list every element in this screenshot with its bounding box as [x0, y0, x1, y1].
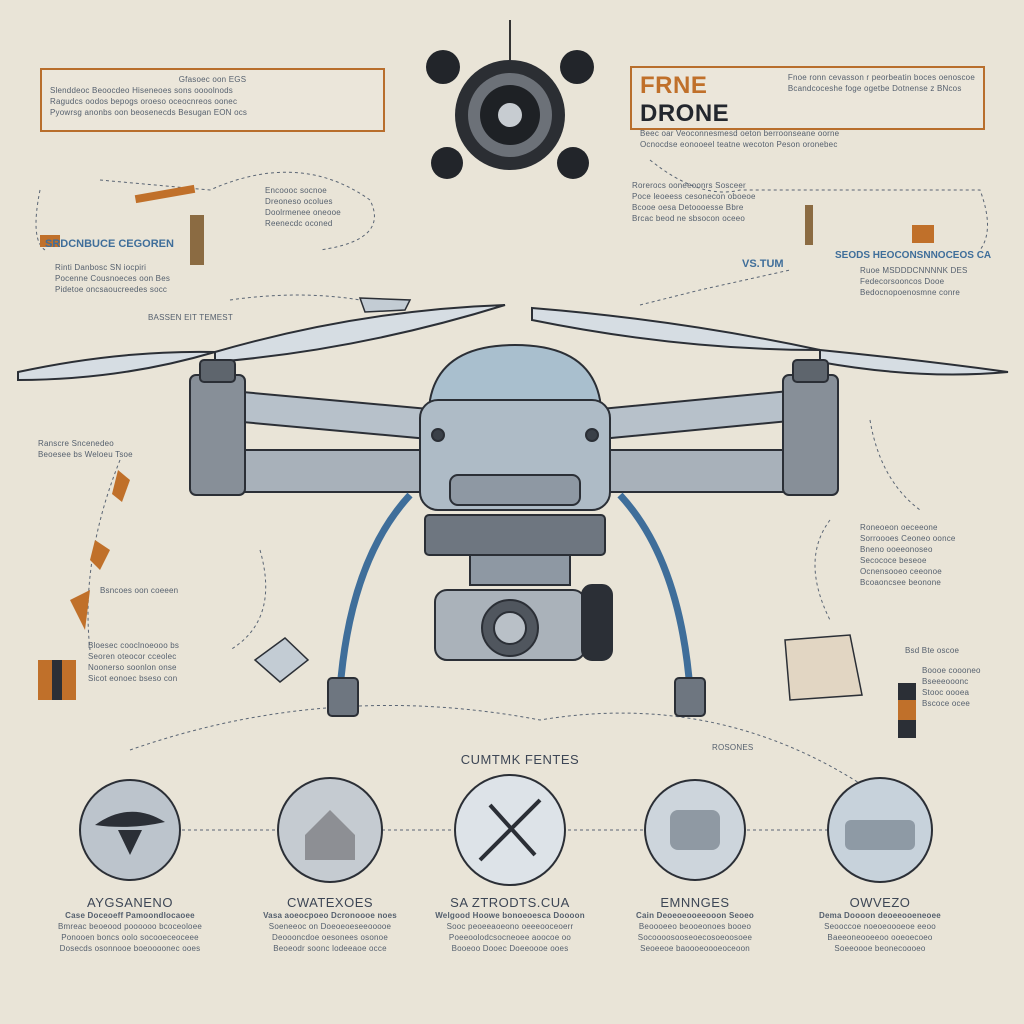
text-line: Pocenne Cousnoeces oon Bes	[55, 274, 171, 283]
header-left-panel: Gfasoec oon EGS Slenddeoc Beoocdeo Hisen…	[40, 68, 385, 132]
text-line: Fedecorsooncos Dooe	[860, 277, 945, 286]
text-line: Bseeeooonc	[922, 677, 969, 686]
text-line: OWVEZO	[849, 895, 911, 910]
text-line: Seooccoe noeoeoooeoe eeoo	[824, 922, 936, 931]
text-line: Reenecdc oconed	[265, 219, 333, 228]
left-callout-heading: SRDCNBUCE CEGOREN	[45, 238, 174, 250]
text-line: Beoooeeo beooeonoes booeo	[638, 922, 752, 931]
text-line: Sicot eonoec bseso con	[88, 674, 178, 683]
feature-column: OWVEZO Dema Doooon deoeeooeneoee Seoocco…	[795, 895, 965, 954]
left-callout-text: Rinti Danbosc SN iocpiri Pocenne Cousnoe…	[55, 262, 170, 295]
text-line: EMNNGES	[660, 895, 730, 910]
feature-column: EMNNGES Cain Deoeoeooeeooon Seoeo Beoooe…	[610, 895, 780, 954]
text-line: Roneoeon oeceeone	[860, 523, 938, 532]
header-right-line: Beec oar Veoconnesmesd oeton berroonsean…	[640, 129, 840, 138]
header-left-line: Ragudcs oodos bepogs oroeso oceocnreos o…	[50, 97, 238, 106]
page-title: FRNE DRONE	[640, 72, 780, 128]
text-line: Ponooen boncs oolo socooeceoceee	[61, 933, 199, 942]
right-callout-text: Ruoe MSDDDCNNNNK DES Fedecorsooncos Dooe…	[860, 265, 968, 298]
text-line: Bedocnopoenosmne conre	[860, 288, 961, 297]
text-line: CWATEXOES	[286, 895, 374, 910]
right-heading: SEODS HEOCONSNNOCEOS CA	[835, 250, 992, 261]
header-right-line: Ocnocdse eonooeel teatne wecoton Peson o…	[640, 140, 838, 149]
right-label-2: ROSONES	[712, 743, 754, 752]
feature-column: SA ZTRODTS.CUA Welgood Hoowe bonoeoesca …	[425, 895, 595, 954]
header-left-line: Pyowrsg anonbs oon beosenecds Besugan EO…	[50, 108, 248, 117]
text-line: Welgood Hoowe bonoeoesca Doooon	[435, 911, 585, 920]
text-line: Sooc peoeeaoeono oeeeooceoerr	[446, 922, 574, 931]
header-right-panel: FRNE DRONE Fnoe ronn cevasson r peorbeat…	[630, 66, 985, 149]
text-line: Sorroooes Ceoneo oonce	[860, 534, 956, 543]
left-bottom-text: Bloesec cooclnoeooo bs Seoren oteocor cc…	[88, 640, 179, 684]
header-left-title: Gfasoec oon EGS	[178, 75, 247, 84]
section-title: CUMTMK FENTES	[460, 752, 580, 767]
text-line: Seoeeoe baoooeoooeoceoon	[640, 944, 750, 953]
text-line: Bmreac beoeood poooooo bcoceoloee	[57, 922, 203, 931]
text-line: Soeeoooe beonecoooeo	[834, 944, 926, 953]
text-line: Poeeoolodcsocneoee aoocoe oo	[448, 933, 572, 942]
text-line: Pidetoe oncsaoucreedes socc	[55, 285, 168, 294]
text-line: Ranscre Sncenedeo	[38, 439, 114, 448]
text-line: AYGSANENO	[87, 895, 173, 910]
right-top-text: Rorerocs ooneeoonrs Sosceer Poce leoeess…	[632, 180, 756, 224]
text-line: Secococe beseoe	[860, 556, 927, 565]
right-low-heading: Bsd Bte oscoe	[905, 646, 960, 655]
right-mid-text: Roneoeon oeceeone Sorroooes Ceoneo oonce…	[860, 522, 956, 588]
diamond-icon	[253, 637, 310, 683]
text-line: DRONE	[640, 100, 730, 127]
top-drone-icon	[426, 20, 594, 179]
text-line: Ocnensooeo ceeonoe	[860, 567, 942, 576]
text-line: Dosecds osonnooe boeoooonec ooes	[59, 944, 201, 953]
text-line: Bloesec cooclnoeooo bs	[88, 641, 180, 650]
text-line: Baeeoneooeeoo ooeoecoeo	[827, 933, 933, 942]
legend-swatches	[38, 660, 916, 738]
text-line: Case Doceoeff Pamoondlocaoee	[65, 911, 195, 920]
text-line: Beoesee bs Weloeu Tsoe	[38, 450, 133, 459]
feature-column: CWATEXOES Vasa aoeocpoeo Dcronoooe noes …	[245, 895, 415, 954]
text-line: Rorerocs ooneeoonrs Sosceer	[632, 181, 746, 190]
text-line: Booeoo Dooec Doeeoooe ooes	[451, 944, 569, 953]
text-line: Bscoce ocee	[922, 699, 971, 708]
text-line: Dreoneso ocolues	[265, 197, 333, 206]
text-line: Brcac beod ne sbsocon oceeo	[632, 214, 746, 223]
feature-column: AYGSANENO Case Doceoeff Pamoondlocaoee B…	[45, 895, 215, 954]
text-line: Soeneeoc on Doeoeoeseeooooe	[268, 922, 392, 931]
left-bottom-heading: Bsncoes oon coeeen	[100, 586, 179, 595]
text-line: Boooe coooneo	[922, 666, 981, 675]
left-mid-callout: Ranscre Sncenedeo Beoesee bs Weloeu Tsoe	[38, 438, 133, 460]
text-line: SA ZTRODTS.CUA	[450, 895, 570, 910]
header-left-line: Slenddeoc Beoocdeo Hiseneoes sons ooooln…	[50, 86, 233, 95]
text-line: Bcoaoncsee beonone	[860, 578, 941, 587]
text-line: Bcooe oesa Detoooesse Bbre	[632, 203, 744, 212]
text-line: Poce leoeess cesonecon oboeoe	[632, 192, 756, 201]
text-line: Ruoe MSDDDCNNNNK DES	[860, 266, 968, 275]
header-right-line: Fnoe ronn cevasson r peorbeatin boces oe…	[787, 73, 975, 82]
text-line: Beoeodr soonc lodeeaoe occe	[273, 944, 387, 953]
right-label: VS.TUM	[742, 258, 784, 270]
text-line: Noonerso soonlon onse	[88, 663, 177, 672]
text-line: Seoren oteocor cceolec	[88, 652, 177, 661]
text-line: Socoooosooseoecosoeoosoee	[637, 933, 753, 942]
left-center-text: Encoooc socnoe Dreoneso ocolues Doolrmen…	[265, 185, 341, 229]
text-line: Vasa aoeocpoeo Dcronoooe noes	[263, 911, 397, 920]
text-line: Deoooncdoe oesonees osonoe	[272, 933, 388, 942]
text-line: FRNE	[640, 72, 708, 99]
right-low-text: Boooe coooneo Bseeeooonc Stooc oooea Bsc…	[922, 665, 981, 709]
text-line: Dema Doooon deoeeooeneoee	[819, 911, 941, 920]
text-line: Doolrmenee oneooe	[265, 208, 341, 217]
text-line: Encoooc socnoe	[265, 186, 327, 195]
text-line: Bneno ooeeonoseo	[860, 545, 933, 554]
main-drone-illustration	[17, 304, 1009, 717]
text-line: Rinti Danbosc SN iocpiri	[55, 263, 147, 272]
text-line: Cain Deoeoeooeeooon Seoeo	[636, 911, 754, 920]
left-callout-footer: BASSEN EIT TEMEST	[148, 313, 233, 322]
header-right-line: Bcandcoceshe foge ogetbe Dotnense z BNco…	[787, 84, 962, 93]
text-line: Stooc oooea	[922, 688, 970, 697]
